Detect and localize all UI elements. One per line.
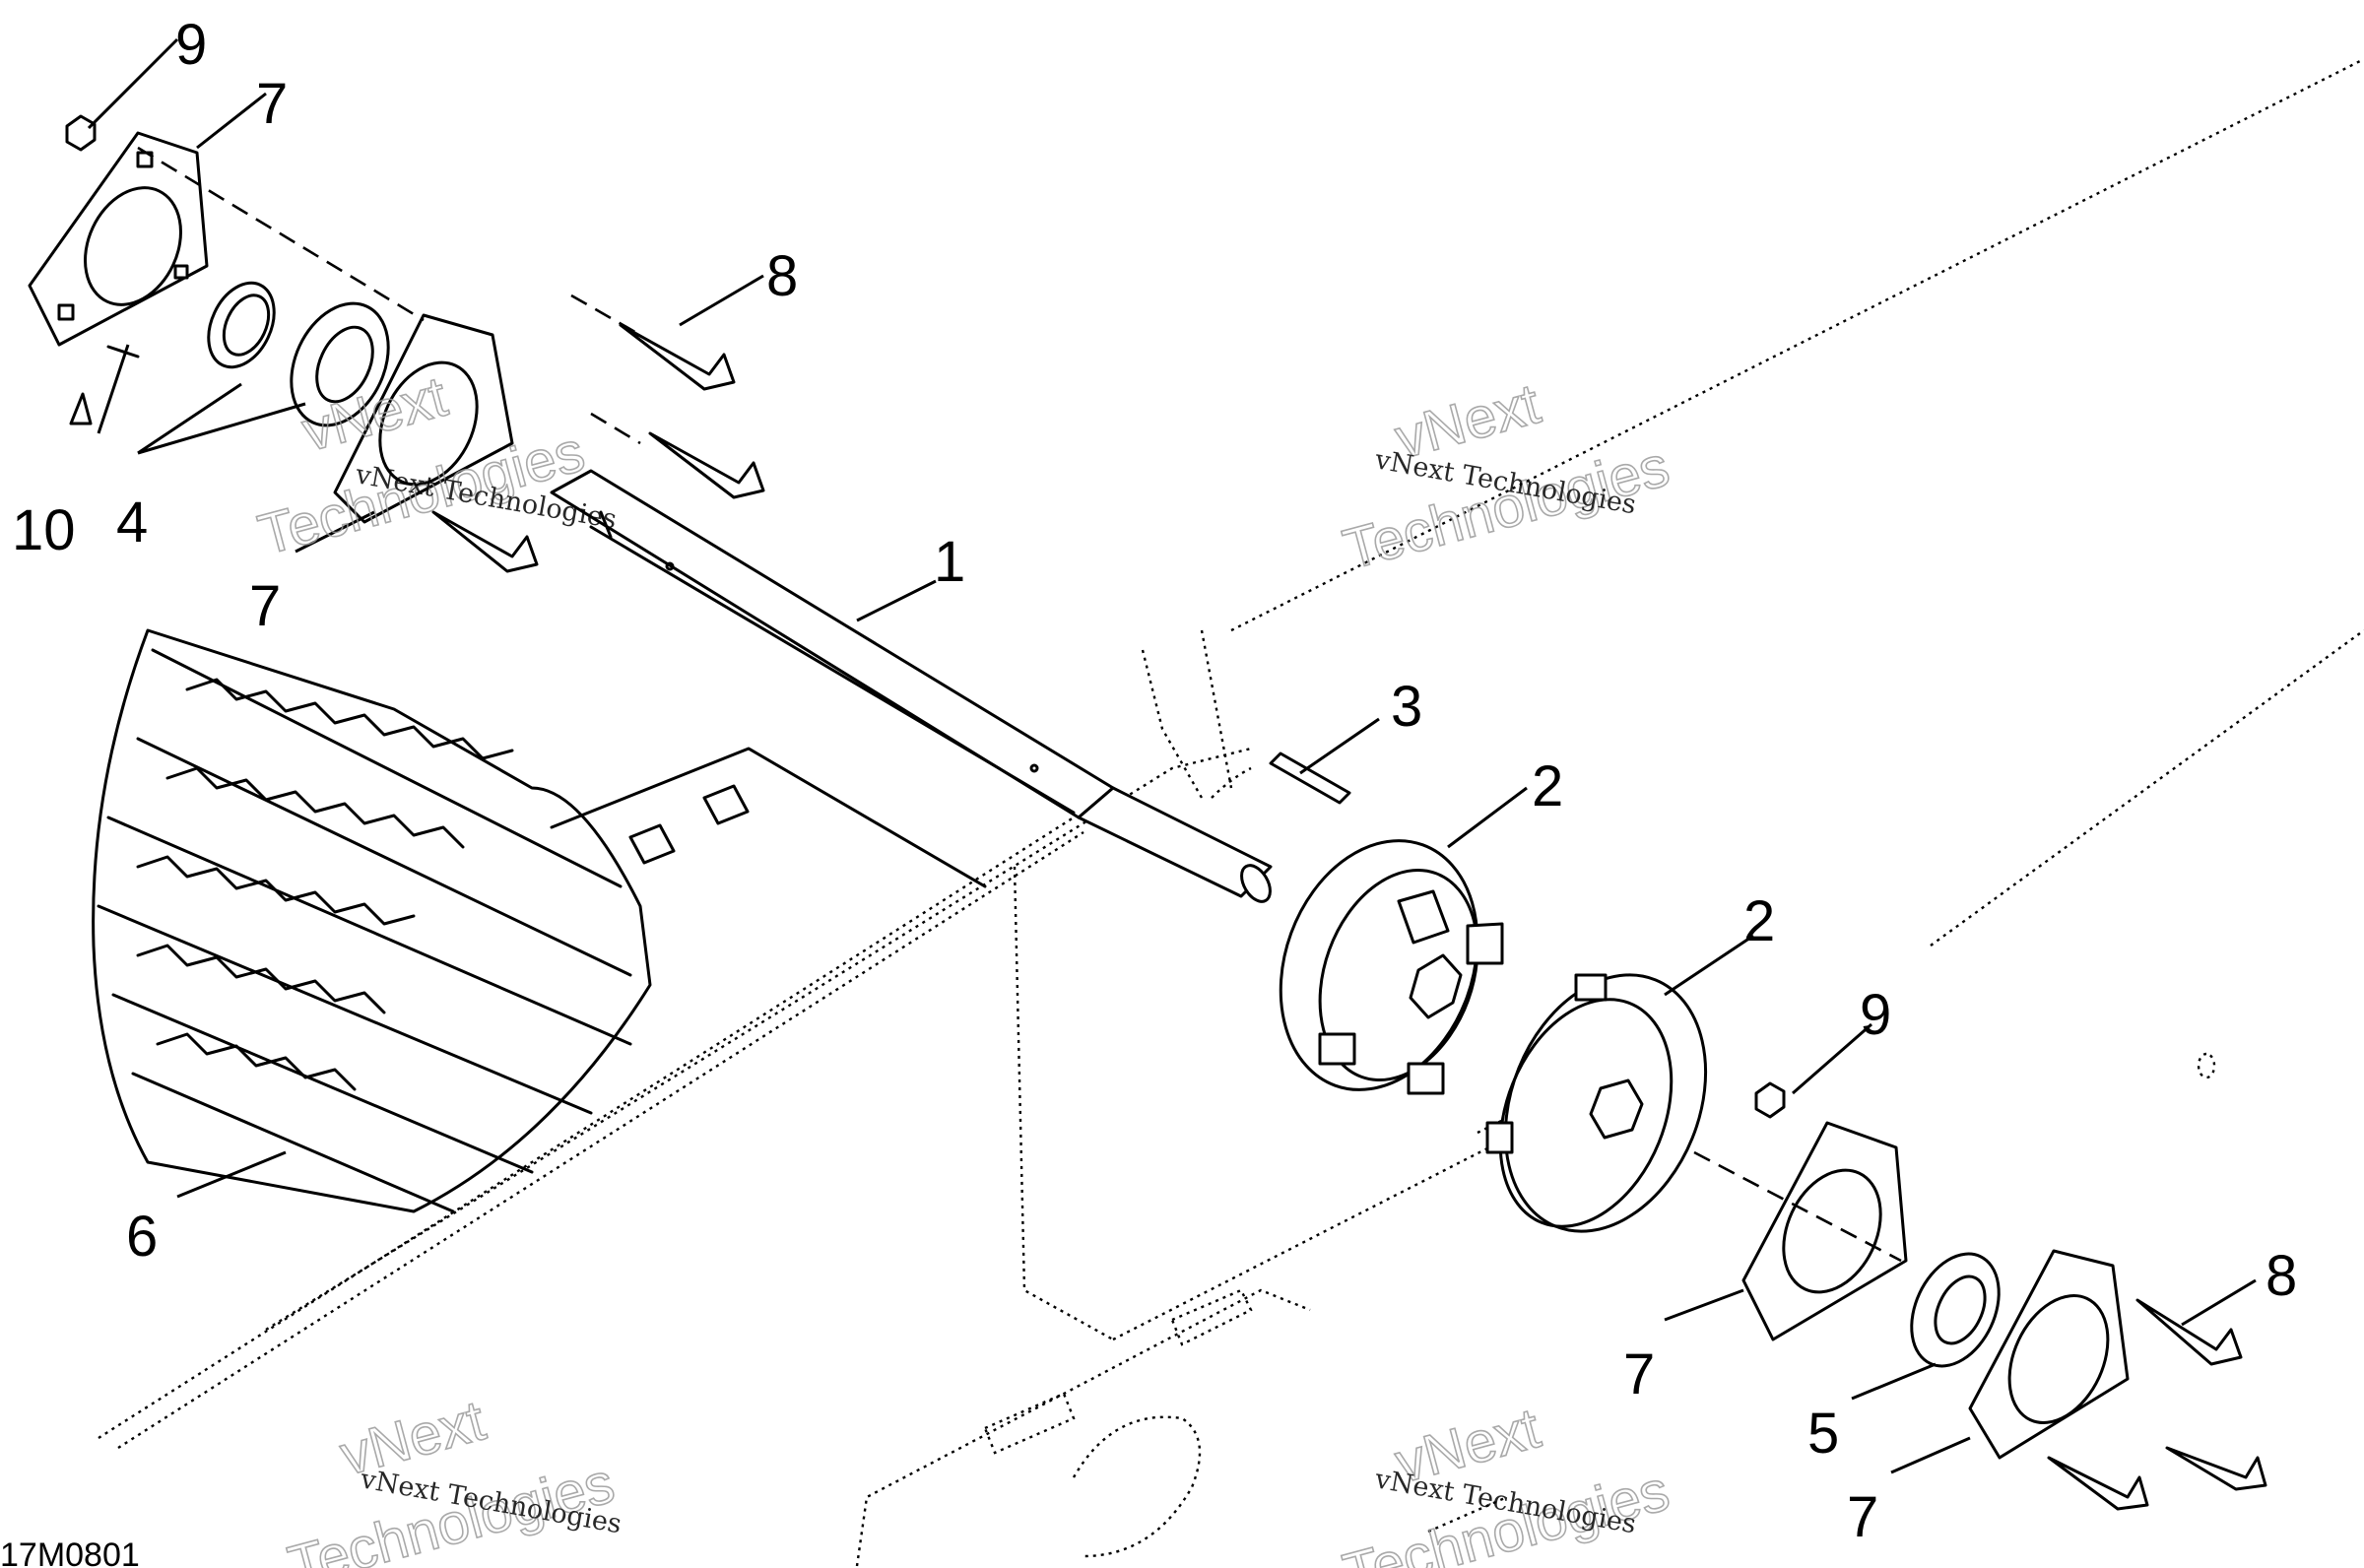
callout-labels: 9 7 8 10 4 7 1 3 2 2 6 9 8 7 5 7 xyxy=(12,13,2297,1549)
housing-outline xyxy=(98,57,2364,1567)
upper-bearing-assembly xyxy=(28,114,765,573)
drive-hub xyxy=(1279,839,1504,1095)
callout-7: 7 xyxy=(1847,1485,1878,1549)
callout-4: 4 xyxy=(116,490,148,555)
shaft xyxy=(550,469,1273,903)
paddle-belt-assembly xyxy=(92,628,987,1213)
callout-7: 7 xyxy=(1623,1342,1655,1406)
callout-2: 2 xyxy=(1743,889,1775,953)
callout-9: 9 xyxy=(175,13,207,77)
callout-8: 8 xyxy=(766,244,798,308)
callout-7: 7 xyxy=(256,72,288,136)
callout-9: 9 xyxy=(1860,983,1891,1047)
leader-lines xyxy=(87,37,2257,1474)
callout-7: 7 xyxy=(249,574,281,638)
lower-bearing-assembly xyxy=(1693,1081,2267,1511)
callout-2: 2 xyxy=(1532,754,1563,818)
key xyxy=(1269,751,1351,805)
callout-8: 8 xyxy=(2266,1244,2297,1308)
sheave xyxy=(1485,973,1708,1233)
callout-6: 6 xyxy=(126,1205,158,1269)
callout-3: 3 xyxy=(1391,675,1422,739)
callout-5: 5 xyxy=(1807,1402,1839,1466)
callout-1: 1 xyxy=(934,530,965,594)
callout-10: 10 xyxy=(12,498,76,562)
figure-code: 17M0801 xyxy=(0,1536,140,1568)
